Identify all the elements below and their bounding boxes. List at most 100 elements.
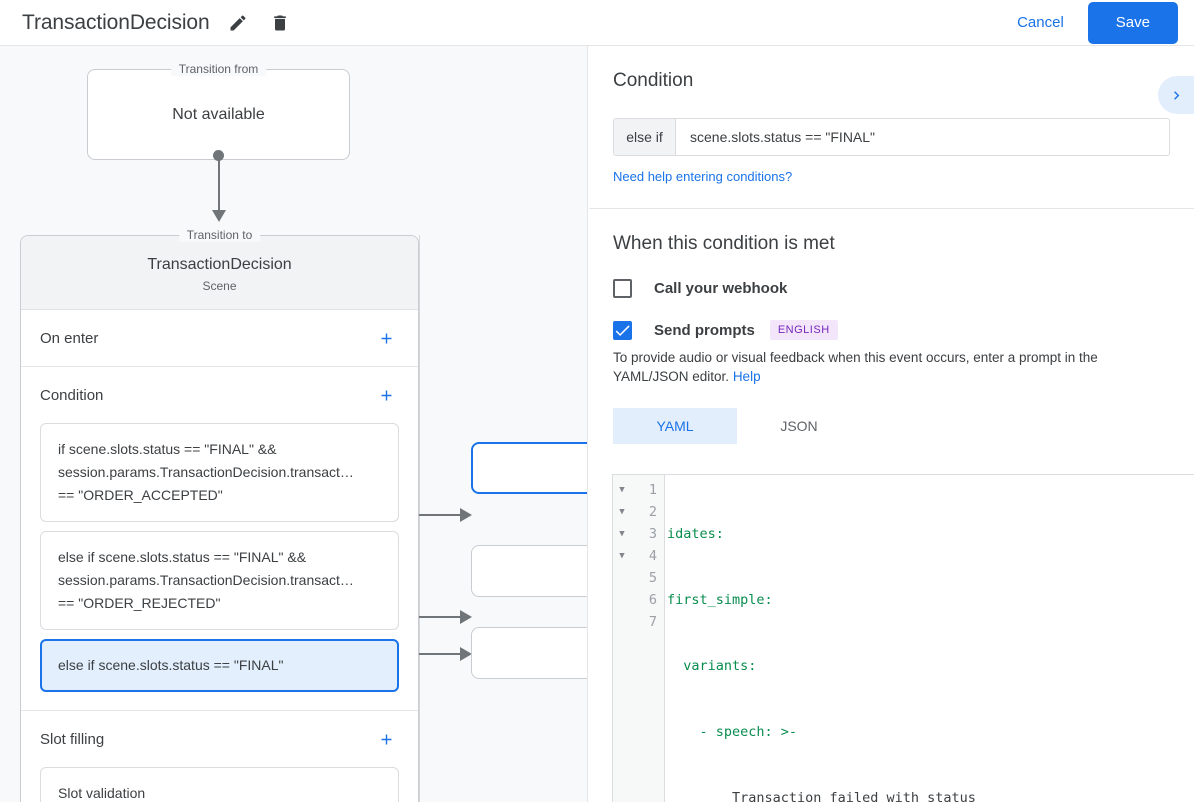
webhook-row: Call your webhook <box>613 279 1170 298</box>
condition-input-row: else if <box>613 118 1170 156</box>
transition-from-legend: Transition from <box>170 62 267 76</box>
send-prompts-label: Send prompts <box>654 321 755 339</box>
fold-toggle-icon[interactable]: ▼ <box>619 485 625 495</box>
target-node-3[interactable] <box>471 627 587 679</box>
condition-line: == "ORDER_ACCEPTED" <box>58 487 223 503</box>
prompt-help-link[interactable]: Help <box>732 369 761 384</box>
gutter-row: 6 <box>613 589 664 611</box>
code-line: - speech: >- <box>667 724 798 740</box>
add-condition-button[interactable] <box>374 383 398 407</box>
page-title: TransactionDecision <box>22 10 210 34</box>
edge-line-2 <box>400 616 464 618</box>
line-number: 4 <box>648 548 657 564</box>
call-webhook-checkbox[interactable] <box>613 279 632 298</box>
connector-line <box>218 154 220 216</box>
cancel-button[interactable]: Cancel <box>1003 6 1078 39</box>
edge-line-3 <box>400 653 464 655</box>
section-condition: Condition if scene.slots.status == "FINA… <box>21 367 418 711</box>
condition-item[interactable]: else if scene.slots.status == "FINAL" &&… <box>40 531 399 630</box>
editor-format-tabs: YAML JSON <box>613 408 1170 444</box>
edit-pencil-button[interactable] <box>224 9 252 37</box>
section-title-slot-filling: Slot filling <box>40 730 105 748</box>
tab-json[interactable]: JSON <box>737 408 861 444</box>
edge-arrow-2 <box>460 610 472 624</box>
plus-icon <box>381 734 391 744</box>
transition-from-node[interactable]: Transition from Not available <box>87 62 350 160</box>
transition-from-value: Not available <box>172 105 265 123</box>
condition-section: Condition else if Need help entering con… <box>589 46 1194 209</box>
trash-icon <box>273 15 286 30</box>
line-number: 7 <box>648 614 657 630</box>
language-badge: ENGLISH <box>769 320 838 340</box>
delete-button[interactable] <box>266 9 294 37</box>
section-header-slot-filling: Slot filling <box>21 711 418 767</box>
condition-item-selected[interactable]: else if scene.slots.status == "FINAL" <box>40 639 399 692</box>
condition-input[interactable] <box>676 119 1169 155</box>
condition-item[interactable]: if scene.slots.status == "FINAL" && sess… <box>40 423 399 522</box>
line-number: 3 <box>648 526 657 542</box>
gutter-row: 5 <box>613 567 664 589</box>
slot-validation-item[interactable]: Slot validation <box>40 767 399 802</box>
scene-card: Transition to TransactionDecision Scene … <box>20 228 419 802</box>
transition-to-legend: Transition to <box>178 228 261 242</box>
add-slot-filling-button[interactable] <box>374 727 398 751</box>
edge-line-1 <box>400 514 464 516</box>
prompt-description-text: To provide audio or visual feedback when… <box>613 350 1098 384</box>
condition-line: if scene.slots.status == "FINAL" && <box>58 441 277 457</box>
edge-arrow-3 <box>460 647 472 661</box>
gutter-row: ▼2 <box>613 501 664 523</box>
scene-name: TransactionDecision <box>147 256 292 273</box>
slot-filling-list: Slot validation <box>21 767 418 802</box>
edge-arrow-1 <box>460 508 472 522</box>
line-number: 6 <box>648 592 657 608</box>
condition-heading: Condition <box>613 70 694 91</box>
code-line: first_simple: <box>667 592 773 608</box>
yaml-code-editor[interactable]: ▼1 ▼2 ▼3 ▼4 5 6 7 idates: first_simple: … <box>612 474 1194 802</box>
call-webhook-label: Call your webhook <box>654 280 788 297</box>
gutter-row: ▼1 <box>613 479 664 501</box>
tab-yaml[interactable]: YAML <box>613 408 737 444</box>
code-line: Transaction failed with status <box>667 790 976 802</box>
scene-graph-canvas[interactable]: Transition from Not available Transition… <box>0 46 588 802</box>
target-node-2[interactable] <box>471 545 587 597</box>
line-number: 5 <box>648 570 657 586</box>
fold-toggle-icon[interactable]: ▼ <box>619 529 625 539</box>
line-number: 1 <box>648 482 657 498</box>
add-on-enter-button[interactable] <box>374 326 398 350</box>
condition-line: == "ORDER_REJECTED" <box>58 595 221 611</box>
line-number: 2 <box>648 504 657 520</box>
connector-arrowhead <box>212 210 226 222</box>
target-node-1[interactable] <box>471 442 587 494</box>
plus-icon <box>381 333 391 343</box>
save-button[interactable]: Save <box>1087 1 1178 44</box>
editor-code-area[interactable]: idates: first_simple: variants: - speech… <box>665 475 1194 802</box>
code-line: idates: <box>667 526 724 542</box>
chevron-right-icon <box>1173 90 1179 100</box>
pencil-icon <box>230 14 246 30</box>
when-met-heading: When this condition is met <box>613 233 835 254</box>
section-on-enter: On enter <box>21 310 418 367</box>
plus-icon <box>381 390 391 400</box>
gutter-row: 7 <box>613 611 664 633</box>
when-condition-met-section: When this condition is met Call your web… <box>589 209 1194 444</box>
code-line: variants: <box>667 658 757 674</box>
section-title-condition: Condition <box>40 386 104 404</box>
condition-line: session.params.TransactionDecision.trans… <box>58 572 354 588</box>
prompt-description: To provide audio or visual feedback when… <box>613 348 1170 386</box>
section-header-condition: Condition <box>21 367 418 423</box>
send-prompts-checkbox[interactable] <box>613 320 632 340</box>
send-prompts-row: Send prompts ENGLISH <box>613 320 1170 340</box>
expand-panel-button[interactable] <box>1158 76 1194 114</box>
section-slot-filling: Slot filling Slot validation <box>21 711 418 802</box>
gutter-row: ▼4 <box>613 545 664 567</box>
section-title-on-enter: On enter <box>40 329 99 347</box>
top-app-bar: TransactionDecision Cancel Save <box>0 0 1194 46</box>
fold-toggle-icon[interactable]: ▼ <box>619 507 625 517</box>
checkmark-icon <box>615 324 630 336</box>
condition-list: if scene.slots.status == "FINAL" && sess… <box>21 423 418 710</box>
condition-help-link[interactable]: Need help entering conditions? <box>613 169 793 184</box>
details-panel: Condition else if Need help entering con… <box>589 46 1194 802</box>
fold-toggle-icon[interactable]: ▼ <box>619 551 625 561</box>
gutter-row: ▼3 <box>613 523 664 545</box>
section-header-on-enter: On enter <box>21 310 418 366</box>
